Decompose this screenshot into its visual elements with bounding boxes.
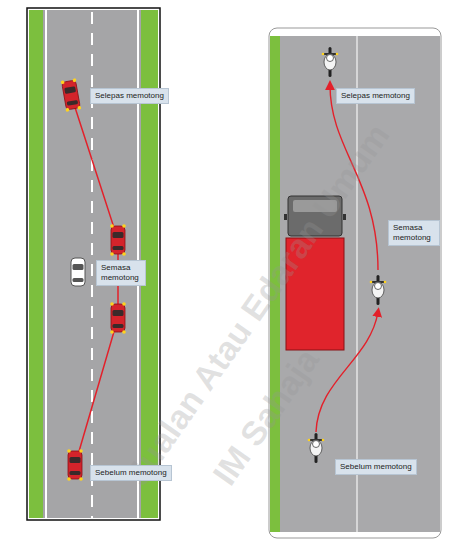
callout-box: Selepas memotong bbox=[336, 88, 415, 104]
callout-label: Selepas memotong bbox=[341, 91, 410, 101]
callout-label: Selepas memotong bbox=[95, 91, 164, 101]
callout-label: Semasa memotong bbox=[101, 263, 141, 283]
moto-path bbox=[330, 85, 378, 270]
truck bbox=[284, 196, 346, 350]
road-right bbox=[269, 28, 441, 538]
red-car bbox=[61, 78, 82, 112]
watermark: Jualan Atau Edaran Umum bbox=[118, 117, 397, 493]
road-left bbox=[27, 8, 160, 520]
callout-label: Sebelum memotong bbox=[95, 468, 167, 478]
callout-box: Sebelum memotong bbox=[335, 459, 417, 475]
red-car bbox=[110, 302, 126, 334]
moto-path bbox=[316, 312, 378, 432]
red-car bbox=[67, 449, 83, 481]
motorcycle bbox=[370, 275, 387, 305]
red-car bbox=[110, 224, 126, 256]
callout-box: Sebelum memotong bbox=[90, 465, 172, 481]
callout-box: Selepas memotong bbox=[90, 88, 169, 104]
white-car bbox=[71, 258, 85, 286]
callout-label: Semasa memotong bbox=[393, 223, 435, 243]
motorcycle bbox=[308, 433, 325, 463]
motorcycle bbox=[322, 47, 339, 77]
callout-box: Semasa memotong bbox=[96, 260, 146, 286]
callout-label: Sebelum memotong bbox=[340, 462, 412, 472]
callout-box: Semasa memotong bbox=[388, 220, 440, 246]
watermark: IM Sahaja bbox=[205, 342, 327, 493]
